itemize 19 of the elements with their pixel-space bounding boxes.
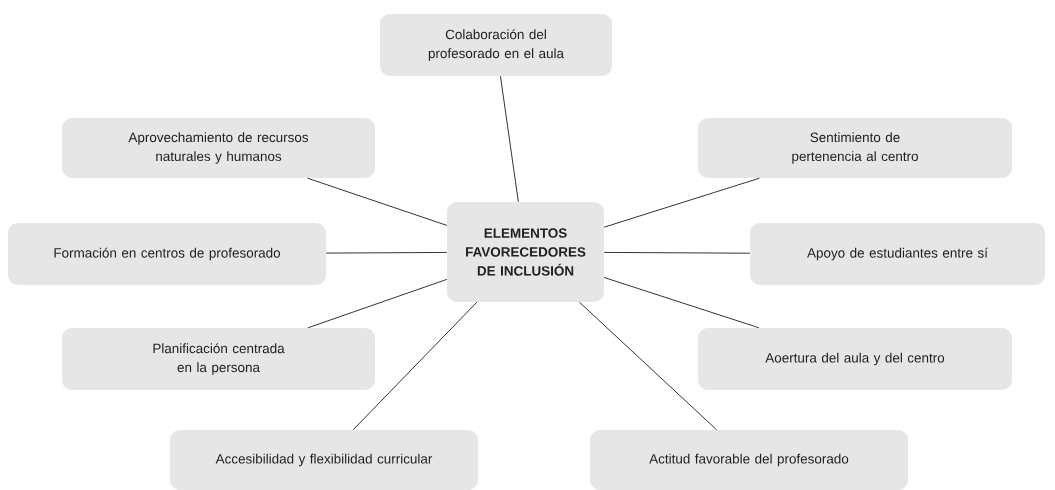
central-box: ELEMENTOS FAVORECEDORES DE INCLUSIÓN <box>447 202 604 302</box>
topic-box: Aprovechamiento de recursos naturales y humanos <box>62 118 375 178</box>
connector-line <box>603 277 760 329</box>
topic-box: Colaboración del profesorado en el aula <box>380 14 612 76</box>
connector-line <box>500 75 519 203</box>
topic-box: Sentimiento de pertenencia al centro <box>698 118 1012 178</box>
topic-box: Planificación centrada en la persona <box>62 328 375 390</box>
topic-box: Aoertura del aula y del centro <box>698 328 1012 390</box>
connector-line <box>352 301 478 431</box>
topic-box: Apoyo de estudiantes entre sí <box>750 223 1045 285</box>
connector-line <box>603 252 751 254</box>
connector-line <box>603 177 760 228</box>
connector-line <box>307 279 448 329</box>
connector-line <box>325 252 448 254</box>
topic-box: Actitud favorable del profesorado <box>590 430 908 490</box>
connector-line <box>307 177 448 226</box>
connector-line <box>579 301 718 431</box>
topic-box: Accesibilidad y flexibilidad curricular <box>170 430 478 490</box>
topic-box: Formación en centros de profesorado <box>8 223 326 285</box>
